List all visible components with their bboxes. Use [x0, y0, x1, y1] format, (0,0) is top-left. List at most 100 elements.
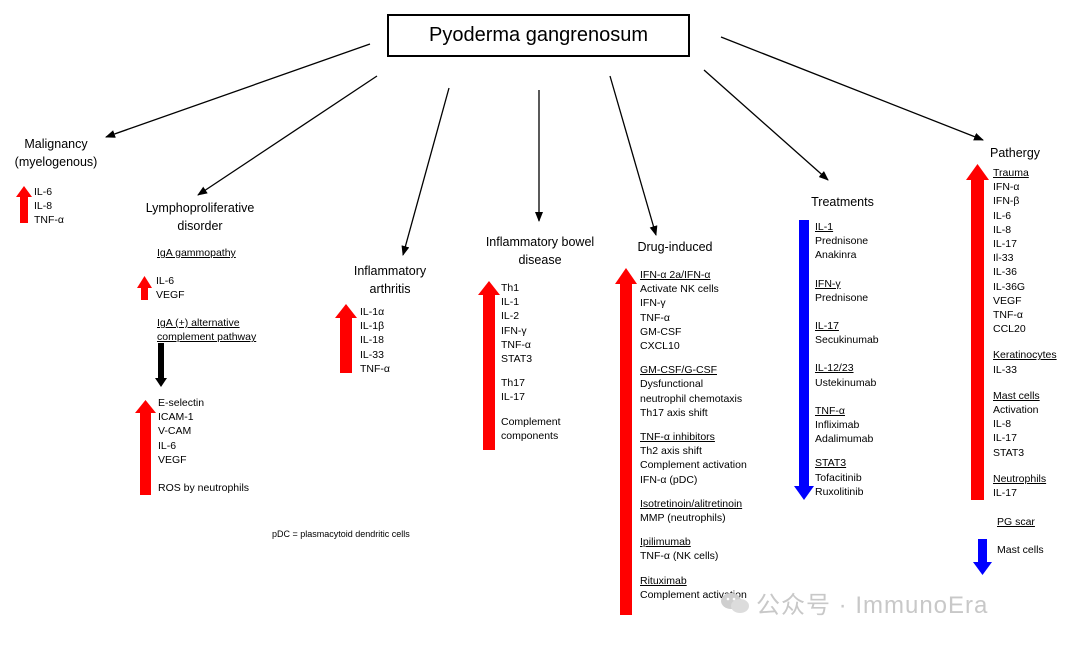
category-ibd: Inflammatory bowel disease	[465, 233, 615, 269]
group-title: IL-17	[815, 320, 839, 333]
list-item: IL-17	[501, 391, 525, 404]
list-item: Ustekinumab	[815, 376, 877, 389]
group-title: IFN-γ	[815, 277, 841, 290]
arrow-to-malignancy	[105, 43, 371, 138]
category-label: Pathergy	[989, 146, 1041, 160]
malignancy-list: IL-6 IL-8 TNF-α	[34, 185, 64, 228]
list-item: Th2 axis shift	[640, 445, 702, 458]
ibd-list: Th1 IL-1 IL-2 IFN-γ TNF-α STAT3 Th17 IL-…	[501, 281, 561, 443]
list-item: ROS by neutrophils	[158, 482, 250, 494]
diagram-title: Pyoderma gangrenosum	[428, 24, 648, 46]
category-label-line1: Malignancy	[24, 137, 88, 151]
list-item: Dysfunctional	[640, 378, 704, 391]
iga-list: IL-6 VEGF	[156, 274, 185, 302]
list-item: components	[501, 429, 559, 442]
category-label-line1: Inflammatory bowel	[485, 235, 595, 249]
iga-gammopathy-heading: IgA gammopathy	[157, 246, 236, 260]
list-item: IL-1α	[360, 306, 385, 318]
category-label: Treatments	[811, 195, 874, 209]
arrow-to-arthritis	[401, 87, 450, 256]
down-arrow-pg-scar	[973, 539, 992, 575]
list-item: MMP (neutrophils)	[640, 512, 726, 525]
up-arrow-pathergy	[966, 164, 989, 500]
group-title: complement pathway	[157, 331, 257, 344]
group-title: TNF-α inhibitors	[640, 431, 715, 444]
list-item: IL-6	[158, 439, 177, 452]
pathergy-list: Trauma IFN-α IFN-β IL-6 IL-8 IL-17 Il-33…	[993, 166, 1057, 500]
group-title: Trauma	[993, 167, 1029, 179]
list-item: IFN-α (pDC)	[640, 473, 698, 486]
list-item: Complement	[501, 415, 561, 428]
group-title: Keratinocytes	[993, 349, 1057, 362]
down-arrow-lympho	[155, 343, 167, 387]
down-arrow-treatments	[794, 220, 814, 500]
category-label-line2: disease	[518, 253, 562, 267]
list-item: VEGF	[158, 453, 187, 466]
group-title: STAT3	[815, 457, 847, 470]
group-title: Isotretinoin/alitretinoin	[640, 497, 743, 510]
list-item: neutrophil chemotaxis	[640, 392, 743, 405]
up-arrow-ibd	[478, 281, 500, 450]
list-item: TNF-α	[501, 338, 531, 351]
category-pathergy: Pathergy	[975, 144, 1055, 162]
list-item: VEGF	[993, 294, 1022, 307]
list-item: TNF-α	[640, 311, 670, 324]
group-title: Mast cells	[993, 389, 1040, 402]
arrow-to-drug	[609, 75, 658, 236]
list-item: IL-2	[501, 310, 520, 323]
list-item: ICAM-1	[158, 411, 194, 424]
up-arrow-arthritis	[335, 304, 357, 373]
list-item: E-selectin	[158, 397, 205, 409]
list-item: IL-1β	[360, 320, 385, 333]
up-arrow-drug	[615, 268, 637, 615]
list-item: Prednisone	[815, 291, 869, 304]
group-title: IL-1	[815, 221, 834, 233]
group-title: IgA gammopathy	[157, 247, 236, 259]
group-title: PG scar	[997, 516, 1035, 528]
list-item: Anakinra	[815, 249, 857, 262]
category-arthritis: Inflammatory arthritis	[335, 262, 445, 298]
list-item: Secukinumab	[815, 334, 879, 347]
list-item: STAT3	[993, 446, 1025, 459]
watermark-text: 公众号 · ImmunoEra	[756, 592, 989, 619]
list-item: Activation	[993, 404, 1039, 417]
list-item: Th1	[501, 282, 520, 294]
list-item: GM-CSF	[640, 325, 682, 338]
list-item: Th17	[501, 377, 525, 390]
list-item: IL-17	[993, 432, 1017, 445]
list-item: IL-18	[360, 334, 384, 347]
list-item: Complement activation	[640, 588, 747, 601]
list-item: TNF-α	[993, 309, 1023, 322]
arrow-to-lympho	[197, 75, 378, 196]
list-item: Il-33	[993, 252, 1014, 265]
alt-complement-heading: IgA (+) alternative complement pathway	[157, 316, 256, 344]
arthritis-list: IL-1α IL-1β IL-18 IL-33 TNF-α	[360, 305, 390, 376]
list-item: IFN-α	[993, 181, 1020, 194]
list-item: Adalimumab	[815, 433, 874, 446]
category-label: Drug-induced	[637, 240, 713, 254]
list-item: IL-36G	[993, 280, 1026, 293]
list-item: IFN-β	[993, 195, 1020, 208]
alt-complement-list: E-selectin ICAM-1 V-CAM IL-6 VEGF	[158, 396, 204, 467]
list-item: IL-17	[993, 238, 1017, 251]
treatments-list: IL-1 Prednisone Anakinra IFN-γ Prednison…	[815, 220, 879, 499]
list-item: IL-33	[993, 363, 1017, 376]
list-item: IFN-γ	[640, 297, 666, 310]
category-lympho: Lymphoproliferative disorder	[130, 199, 270, 235]
category-malignancy: Malignancy (myelogenous)	[8, 135, 104, 171]
list-item: IL-8	[993, 418, 1012, 431]
watermark: 公众号 · ImmunoEra	[720, 585, 988, 620]
list-item: IFN-γ	[501, 324, 527, 337]
list-item: IL-8	[34, 200, 53, 213]
group-title: IL-12/23	[815, 362, 854, 375]
list-item: VEGF	[156, 289, 185, 302]
pg-scar-heading: PG scar	[997, 515, 1035, 529]
list-item: STAT3	[501, 353, 533, 366]
list-item: TNF-α	[360, 362, 390, 375]
list-item: IL-6	[34, 186, 53, 198]
group-title: TNF-α	[815, 404, 845, 417]
list-item: IL-36	[993, 266, 1017, 279]
list-item: Prednisone	[815, 235, 869, 248]
